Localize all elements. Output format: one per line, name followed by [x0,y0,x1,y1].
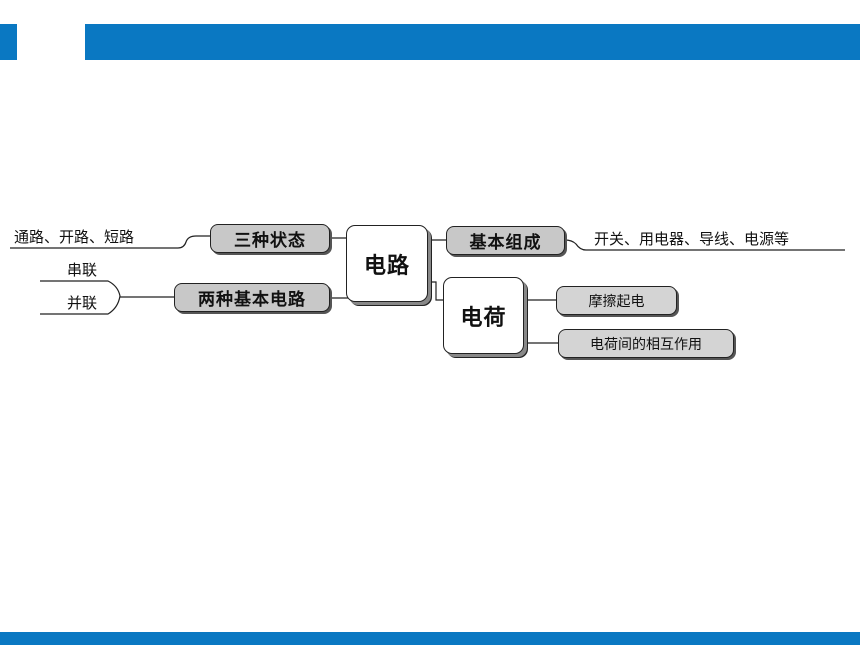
connector-series-parallel [40,280,121,315]
node-two-circuits: 两种基本电路 [174,283,330,312]
header-bar-left [0,24,17,60]
connector-parts [564,239,845,251]
leaf-parts: 开关、用电器、导线、电源等 [594,230,790,248]
connector-center-charge [428,281,443,301]
node-components: 基本组成 [446,226,565,255]
node-triboelectric: 摩擦起电 [556,286,677,315]
node-charge-interaction: 电荷间的相互作用 [558,329,734,358]
node-charge: 电荷 [443,277,524,354]
leaf-states: 通路、开路、短路 [14,228,135,246]
footer-bar [0,632,860,645]
node-center: 电路 [346,225,428,302]
leaf-series: 串联 [67,261,98,279]
header-bar [85,24,860,60]
connector-states [10,235,210,249]
node-three-states: 三种状态 [210,224,330,253]
leaf-parallel: 并联 [67,294,98,312]
